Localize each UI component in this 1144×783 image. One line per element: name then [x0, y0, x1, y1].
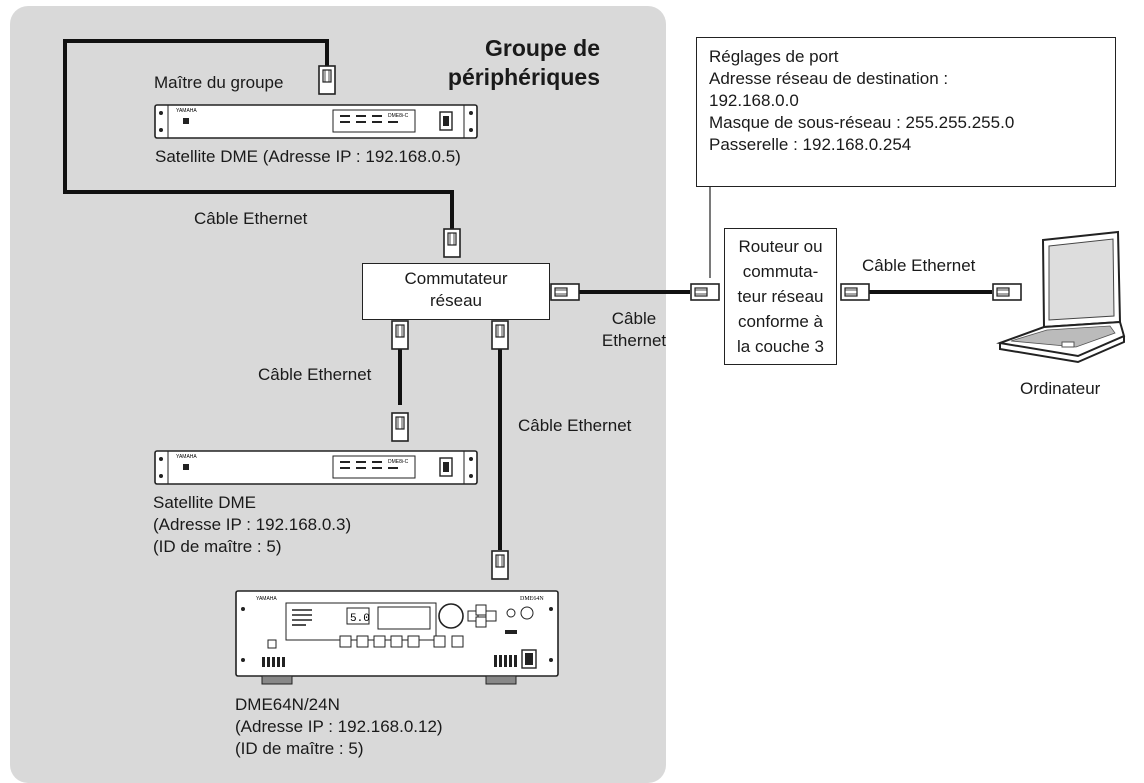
- master-label: Maître du groupe: [154, 73, 284, 92]
- port-settings-title: Réglages de port: [709, 47, 839, 66]
- computer-label: Ordinateur: [1020, 379, 1101, 398]
- cable-label-middle: Câble Ethernet: [601, 309, 667, 350]
- port-settings-box: Réglages de port Adresse réseau de desti…: [696, 37, 1116, 187]
- rj45-connector-icon: [318, 65, 336, 95]
- rj45-connector-icon: [491, 320, 509, 350]
- rj45-connector-icon: [391, 320, 409, 350]
- gateway-text: Passerelle : 192.168.0.254: [709, 135, 912, 154]
- rj45-connector-icon: [690, 283, 720, 301]
- dme64n-caption: DME64N/24N (Adresse IP : 192.168.0.12) (…: [235, 695, 443, 758]
- cable-label-left: Câble Ethernet: [258, 365, 372, 384]
- rj45-connector-icon: [550, 283, 580, 301]
- rj45-connector-icon: [443, 228, 461, 258]
- rj45-connector-icon: [840, 283, 870, 301]
- cable-label-top: Câble Ethernet: [194, 209, 308, 228]
- svg-text:5.0: 5.0: [350, 613, 370, 625]
- satellite-dme-1-caption: Satellite DME (Adresse IP : 192.168.0.5): [155, 147, 461, 166]
- rj45-connector-icon: [992, 283, 1022, 301]
- group-title: Groupe de périphériques: [447, 35, 600, 90]
- destination-address-value: 192.168.0.0: [709, 91, 799, 110]
- satellite-dme-unit-1: YAMAHA DME8i-C: [154, 104, 478, 139]
- network-switch-box: Commutateur réseau: [362, 263, 550, 320]
- destination-address-label: Adresse réseau de destination :: [709, 69, 949, 88]
- svg-text:YAMAHA: YAMAHA: [256, 596, 277, 602]
- rj45-connector-icon: [491, 550, 509, 580]
- svg-text:DME64N: DME64N: [520, 596, 544, 602]
- rj45-connector-icon: [391, 412, 409, 442]
- svg-text:YAMAHA: YAMAHA: [176, 108, 197, 114]
- cable-label-right: Câble Ethernet: [518, 416, 632, 435]
- subnet-mask-text: Masque de sous-réseau : 255.255.255.0: [709, 113, 1015, 132]
- cable-label-computer: Câble Ethernet: [862, 256, 976, 275]
- dme64n-unit: YAMAHA DME64N 5.0: [235, 590, 559, 685]
- svg-text:DME8i-C: DME8i-C: [388, 113, 409, 119]
- router-box: Routeur ou commuta- teur réseau conforme…: [724, 228, 837, 365]
- satellite-dme-unit-2: YAMAHA DME8i-C: [154, 450, 478, 485]
- svg-text:DME8i-C: DME8i-C: [388, 459, 409, 465]
- svg-text:YAMAHA: YAMAHA: [176, 454, 197, 460]
- satellite-dme-2-caption: Satellite DME (Adresse IP : 192.168.0.3)…: [153, 493, 352, 556]
- computer-icon: [996, 230, 1126, 364]
